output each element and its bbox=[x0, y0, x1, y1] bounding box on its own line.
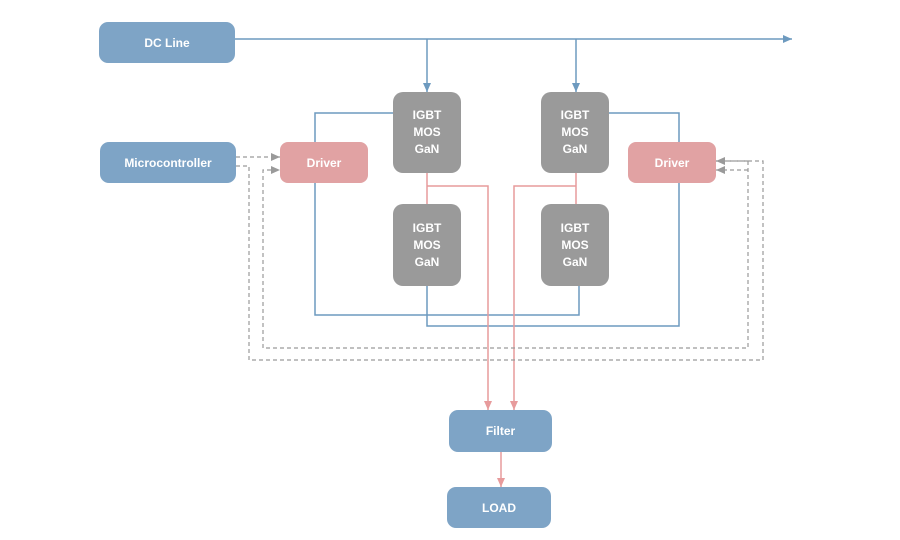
dc-line-node: DC Line bbox=[99, 22, 235, 63]
feedback-lines bbox=[236, 153, 764, 361]
switch-tr-line-1: IGBT bbox=[560, 108, 590, 122]
switch-bl-line-2: MOS bbox=[413, 237, 441, 252]
feedback-outer-loop bbox=[236, 157, 764, 361]
dc-line-label: DC Line bbox=[144, 35, 190, 50]
leg-left-to-filter-arrow bbox=[427, 185, 492, 410]
switch-top-right: IGBT MOS GaN bbox=[541, 92, 609, 173]
leg-right-to-filter-arrow bbox=[510, 185, 576, 410]
driver-right-to-switch-tr bbox=[609, 112, 680, 142]
output-lines bbox=[426, 173, 577, 487]
switch-bottom-right: IGBT MOS GaN bbox=[541, 204, 609, 286]
switch-tr-line-2: MOS bbox=[561, 125, 589, 139]
switch-br-line-2: MOS bbox=[561, 237, 589, 252]
load-label: LOAD bbox=[482, 500, 516, 515]
driver-right-label: Driver bbox=[654, 155, 690, 170]
driver-left-node: Driver bbox=[280, 142, 368, 183]
microcontroller-label: Microcontroller bbox=[124, 155, 212, 170]
switch-bl-line-3: GaN bbox=[414, 254, 440, 269]
microcontroller-node: Microcontroller bbox=[100, 142, 236, 183]
switch-bottom-left: IGBT MOS GaN bbox=[393, 204, 461, 286]
filter-node: Filter bbox=[449, 410, 552, 452]
switch-br-line-3: GaN bbox=[562, 254, 588, 269]
switch-tl-line-3: GaN bbox=[414, 142, 440, 156]
switch-top-left: IGBT MOS GaN bbox=[393, 92, 461, 173]
switch-bl-line-1: IGBT bbox=[412, 220, 442, 235]
driver-left-to-switch-br bbox=[314, 183, 580, 316]
filter-label: Filter bbox=[485, 424, 516, 438]
switch-tl-line-1: IGBT bbox=[412, 108, 442, 122]
feedback-inner-loop bbox=[262, 161, 749, 349]
driver-left-to-switch-tl bbox=[314, 112, 393, 142]
dc-bus-lines bbox=[235, 35, 792, 92]
driver-right-to-switch-bl bbox=[426, 183, 680, 327]
switch-tr-line-3: GaN bbox=[562, 142, 588, 156]
load-node: LOAD bbox=[447, 487, 551, 528]
switch-tl-line-2: MOS bbox=[413, 125, 441, 139]
gate-drive-lines bbox=[314, 112, 680, 327]
driver-right-node: Driver bbox=[628, 142, 716, 183]
driver-left-label: Driver bbox=[306, 155, 342, 170]
switch-br-line-1: IGBT bbox=[560, 220, 590, 235]
